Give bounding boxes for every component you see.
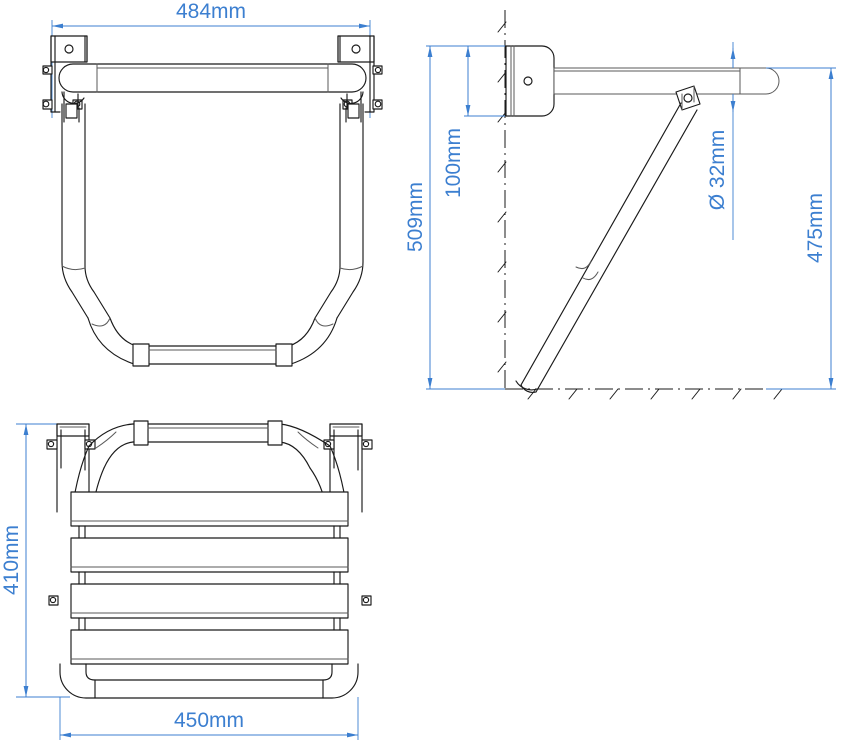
- dimension-509mm: 509mm: [404, 45, 505, 390]
- view-plan: 410mm 450mm: [0, 420, 373, 740]
- side-diagonal-strut: [515, 102, 698, 393]
- dimension-484mm: 484mm: [51, 0, 371, 118]
- plan-seat-slats: [70, 491, 349, 665]
- side-pivot-bracket: [675, 85, 701, 111]
- dimension-484mm-label: 484mm: [176, 0, 246, 23]
- dimension-410mm-label: 410mm: [0, 525, 23, 595]
- floor-hatching: [527, 388, 783, 400]
- front-left-leg: [61, 103, 111, 319]
- seat-slat: [70, 583, 349, 619]
- front-right-hinge: [340, 91, 364, 123]
- seat-slat: [70, 491, 349, 527]
- view-front-elevation: 484mm: [42, 0, 383, 367]
- front-right-mount-bracket: [337, 35, 383, 113]
- front-right-leg: [314, 103, 364, 319]
- dimension-100mm-label: 100mm: [442, 128, 465, 198]
- front-left-hinge: [61, 91, 85, 123]
- dimension-475mm-label: 475mm: [804, 193, 827, 263]
- dimension-410mm: 410mm: [0, 423, 70, 698]
- floor-line-group: [505, 388, 835, 400]
- front-top-crossbar: [58, 63, 367, 93]
- plan-right-mount-bracket: [323, 423, 373, 513]
- dimension-450mm-label: 450mm: [174, 709, 244, 732]
- dimension-450mm: 450mm: [59, 697, 359, 740]
- dimension-diameter-32mm: Ø 32mm: [706, 42, 736, 240]
- seat-slat: [70, 629, 349, 665]
- dimension-509mm-label: 509mm: [404, 182, 427, 252]
- dimension-100mm: 100mm: [442, 45, 505, 198]
- seat-slat: [70, 537, 349, 573]
- wall-hatching: [497, 21, 507, 373]
- dimension-diameter-32mm-label: Ø 32mm: [706, 130, 729, 211]
- front-right-elbow: [288, 317, 338, 365]
- side-wall-plate: [505, 45, 555, 117]
- front-bottom-crossbar: [132, 343, 293, 367]
- plan-top-crossbar: [88, 420, 331, 469]
- dimension-475mm: 475mm: [766, 67, 836, 390]
- side-seat-tube: [553, 67, 780, 95]
- view-side-elevation: 509mm 100mm Ø 32mm 475mm: [404, 10, 836, 400]
- plan-bottom-frame: [59, 663, 359, 699]
- front-left-elbow: [87, 317, 137, 365]
- plan-side-bolts: [48, 595, 372, 606]
